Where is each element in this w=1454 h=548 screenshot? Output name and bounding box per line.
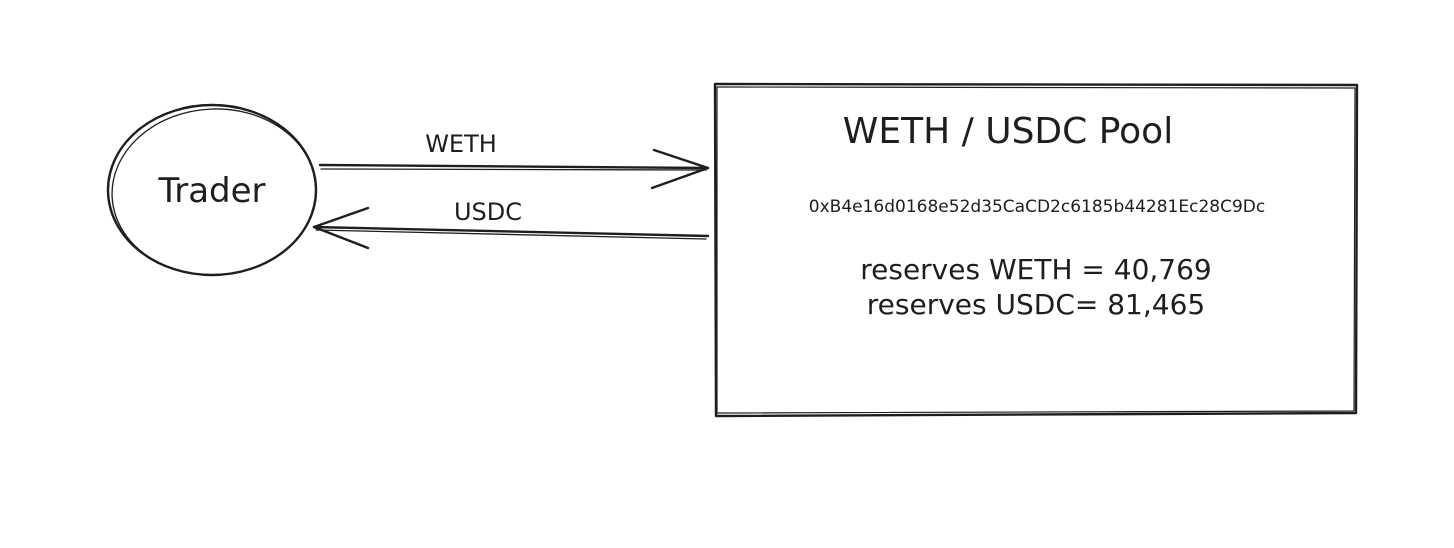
arrow-usdc-to-trader: USDC: [312, 198, 710, 250]
arrow-usdc-shaft-secondary: [315, 229, 707, 240]
pool-reserves-usdc: reserves USDC= 81,465: [867, 288, 1205, 321]
arrow-usdc-shaft: [312, 225, 710, 238]
pool-box-outline-secondary: [716, 86, 1356, 414]
trader-circle-outline-secondary: [111, 108, 317, 276]
arrow-usdc-label: USDC: [454, 198, 522, 226]
pool-node: WETH / USDC Pool 0xB4e16d0168e52d35CaCD2…: [713, 82, 1359, 418]
arrow-weth-head: [650, 148, 710, 190]
pool-address: 0xB4e16d0168e52d35CaCD2c6185b44281Ec28C9…: [809, 197, 1265, 217]
trader-label: Trader: [157, 171, 265, 211]
pool-box-outline: [713, 82, 1359, 418]
arrow-weth-to-pool: WETH: [318, 130, 710, 190]
arrow-usdc-head: [312, 206, 370, 250]
arrow-weth-label: WETH: [425, 130, 497, 158]
arrow-weth-shaft: [318, 163, 710, 170]
pool-title: WETH / USDC Pool: [843, 111, 1173, 152]
pool-reserves-weth: reserves WETH = 40,769: [860, 253, 1212, 286]
trader-node: Trader: [106, 103, 318, 277]
arrow-weth-shaft-secondary: [320, 168, 707, 171]
